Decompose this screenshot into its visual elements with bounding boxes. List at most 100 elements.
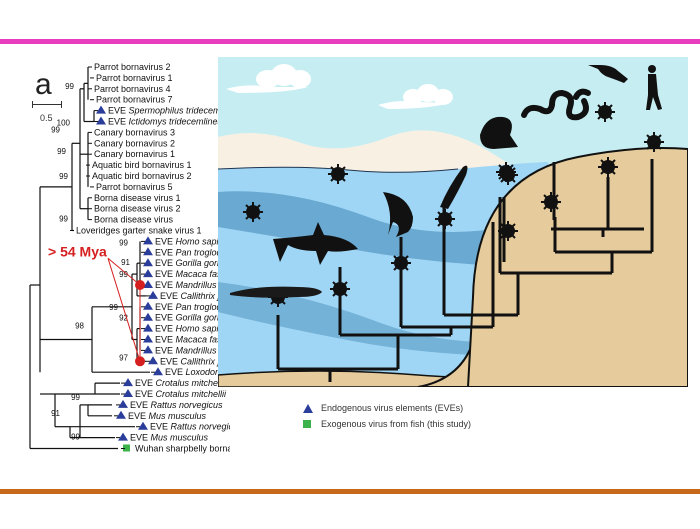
legend-item-eve: Endogenous virus elements (EVEs) xyxy=(303,400,471,416)
bootstrap-value: 91 xyxy=(121,258,130,267)
bird-silhouette xyxy=(588,65,628,83)
bootstrap-value: 99 xyxy=(65,82,74,91)
square-marker-icon xyxy=(303,419,321,429)
tree-leaf: Aquatic bird bornavirus 2 xyxy=(92,171,192,181)
tree-leaf: EVE Mus musculus xyxy=(116,410,207,421)
eve-marker-icon xyxy=(143,258,153,267)
scale-bar xyxy=(32,100,64,112)
legend-label: Exogenous virus from fish (this study) xyxy=(321,419,472,429)
leaf-label: EVE Mus musculus xyxy=(128,411,207,421)
virus-icon xyxy=(497,220,519,242)
leaf-label: Parrot bornavirus 1 xyxy=(96,73,173,83)
virus-icon xyxy=(329,278,351,300)
bootstrap-value: 99 xyxy=(71,393,80,402)
bootstrap-value: 99 xyxy=(71,433,80,442)
leaf-label: Wuhan sharpbelly bornavirus xyxy=(135,444,230,454)
tree-leaf: Loveridges garter snake virus 1 xyxy=(76,226,202,236)
tree-leaf: EVE Loxodonta africana xyxy=(153,367,230,377)
lamprey-silhouette xyxy=(230,286,322,298)
virus-icon xyxy=(497,164,519,186)
evolution-illustration xyxy=(218,57,688,387)
cloud-right xyxy=(378,84,453,109)
tree-leaf: EVE Rattus norvegicus xyxy=(138,421,230,432)
shark-silhouette xyxy=(273,222,358,265)
virus-icon xyxy=(242,201,264,223)
leaf-label: EVE Mus musculus xyxy=(130,433,209,443)
land-hill xyxy=(466,147,688,387)
tree-leaf: EVE Mandrillus leucophaeus xyxy=(143,345,230,355)
panel-label: a xyxy=(35,68,52,101)
legend-item-exogenous: Exogenous virus from fish (this study) xyxy=(303,416,471,432)
virus-icon xyxy=(327,163,349,185)
tree-leaf: EVE Pan troglodytes xyxy=(143,301,230,312)
legend-label: Endogenous virus elements (EVEs) xyxy=(321,403,464,413)
leaf-label: EVE Mandrillus leucophaeus xyxy=(155,345,230,355)
leaf-label: Canary bornavirus 1 xyxy=(94,149,175,159)
bootstrap-value: 100 xyxy=(57,119,71,128)
scale-bar-label: 0.5 xyxy=(40,113,53,123)
leaf-label: EVE Callithrix jacchus xyxy=(160,356,230,366)
eve-marker-icon xyxy=(153,367,163,376)
virus-icon xyxy=(390,252,412,274)
leaf-label: EVE Mandrillus leucophaeus xyxy=(155,280,230,290)
eve-marker-icon xyxy=(96,116,106,125)
virus-icon xyxy=(597,156,619,178)
eve-marker-icon xyxy=(143,280,153,288)
frog-silhouette xyxy=(480,116,518,149)
leaf-label: EVE Homo sapiens xyxy=(155,236,230,246)
leaf-label: EVE Rattus norvegicus xyxy=(130,400,223,410)
tree-leaf: EVE Homo sapiens xyxy=(143,236,230,246)
leaf-label: Canary bornavirus 2 xyxy=(94,138,175,148)
eve-marker-icon xyxy=(96,105,106,114)
coelacanth-silhouette xyxy=(440,165,468,209)
leaf-label: EVE Gorilla gorilla xyxy=(155,313,228,323)
tree-leaf: Wuhan sharpbelly bornavirus xyxy=(123,444,230,454)
leaf-label: Aquatic bird bornavirus 1 xyxy=(92,160,192,170)
leaf-label: EVE Rattus norvegicus xyxy=(150,422,230,432)
tree-leaf: EVE Ictidomys tridecemlineatus xyxy=(96,116,230,127)
tree-leaf: EVE Gorilla gorilla xyxy=(143,312,228,323)
water-band-dark-2 xyxy=(218,282,548,357)
eve-marker-icon xyxy=(143,345,153,354)
tree-leaf: Aquatic bird bornavirus 1 xyxy=(92,160,192,170)
leaf-label: EVE Crotalus mitchellii xyxy=(135,389,227,399)
bootstrap-value: 99 xyxy=(59,172,68,181)
tree-leaf: Canary bornavirus 3 xyxy=(94,127,175,137)
leaf-label: Parrot bornavirus 2 xyxy=(94,62,171,72)
tree-leaf: Parrot bornavirus 7 xyxy=(96,95,173,105)
exogenous-marker-icon xyxy=(123,444,130,452)
eve-marker-icon xyxy=(143,236,153,245)
leaf-label: Canary bornavirus 3 xyxy=(94,127,175,137)
leaf-label: Borna disease virus xyxy=(94,215,174,225)
leaf-label: Borna disease virus 2 xyxy=(94,204,181,214)
top-divider xyxy=(0,39,700,44)
bootstrap-value: 99 xyxy=(57,147,66,156)
leaf-label: Parrot bornavirus 7 xyxy=(96,95,173,105)
virus-icon xyxy=(594,101,616,123)
tree-leaf: EVE Crotalus mitchellii xyxy=(123,389,227,399)
bottom-divider xyxy=(0,489,700,494)
eve-marker-icon xyxy=(143,269,153,278)
triangle-marker-icon xyxy=(303,403,321,413)
tree-leaf: EVE Crotalus mitchellii xyxy=(123,378,227,388)
leaf-label: EVE Spermophilus tridecemlineatus xyxy=(108,106,230,116)
eve-marker-icon xyxy=(143,247,153,256)
leaf-label: Parrot bornavirus 4 xyxy=(94,84,171,94)
water-line xyxy=(218,166,459,173)
tree-leaf: Parrot bornavirus 4 xyxy=(94,84,171,94)
water-band-dark xyxy=(218,191,548,267)
leaf-label: EVE Macaca fascicularis xyxy=(155,269,230,279)
leaf-label: Borna disease virus 1 xyxy=(94,193,181,203)
tree-leaf: EVE Callithrix jacchus xyxy=(148,290,230,301)
tree-leaf: EVE Mandrillus leucophaeus xyxy=(143,280,230,290)
leaf-label: Loveridges garter snake virus 1 xyxy=(76,226,202,236)
eve-marker-icon xyxy=(148,290,158,299)
eve-marker-icon xyxy=(143,323,153,332)
legend: Endogenous virus elements (EVEs) Exogeno… xyxy=(303,400,471,432)
virus-icon xyxy=(643,131,665,153)
snake-silhouette xyxy=(521,88,591,121)
eve-marker-icon xyxy=(118,399,128,408)
tree-leaf: Parrot bornavirus 1 xyxy=(96,73,173,83)
fish-silhouette xyxy=(383,192,413,237)
divergence-annotation: > 54 Mya xyxy=(48,243,107,259)
